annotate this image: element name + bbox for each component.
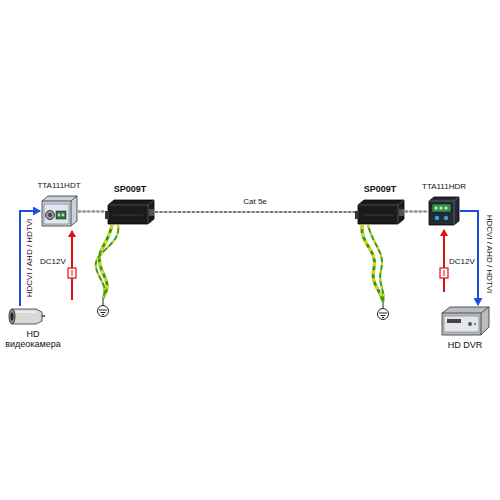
device-picture	[105, 199, 155, 225]
device-box: SP009T	[355, 199, 405, 225]
twisted-pair-cable	[155, 212, 355, 213]
cable-highlight	[405, 211, 428, 212]
device-picture	[8, 306, 46, 326]
device-label: SP009T	[364, 185, 397, 195]
power-label: DC12V	[449, 258, 475, 266]
device-label: SP009T	[114, 185, 147, 195]
device-picture	[428, 196, 460, 226]
signal-label: HDCVI / AHD / HDTVI	[485, 213, 493, 296]
signal-arrow	[20, 211, 40, 306]
twisted-pair-cable	[405, 211, 428, 212]
power-arrow	[68, 231, 76, 300]
device-box: HD DVR	[440, 305, 490, 337]
cable-highlight	[155, 212, 355, 213]
device-picture	[440, 305, 490, 337]
device-picture	[40, 195, 78, 227]
power-label: DC12V	[40, 258, 66, 266]
device-label: HD DVR	[448, 341, 483, 351]
cable-highlight	[78, 211, 105, 212]
cable-label: Cat 5e	[241, 198, 269, 206]
device-box: HD видеокамера	[8, 306, 46, 326]
device-label: TTA111HDR	[422, 183, 466, 192]
signal-label: HDCVI / AHD / HDTVI	[26, 217, 34, 300]
device-label: TTA111HDT	[37, 182, 80, 191]
device-label: HD видеокамера	[3, 330, 63, 350]
power-arrow	[440, 230, 448, 292]
ground-wire	[96, 225, 119, 298]
ground-symbol	[98, 298, 109, 317]
device-box: TTA111HDT	[40, 195, 78, 227]
ground-symbol	[378, 302, 389, 320]
device-box: TTA111HDR	[428, 196, 460, 226]
ground-wire	[362, 225, 384, 302]
device-box: SP009T	[105, 199, 155, 225]
twisted-pair-cable	[78, 211, 105, 212]
device-picture	[355, 199, 405, 225]
